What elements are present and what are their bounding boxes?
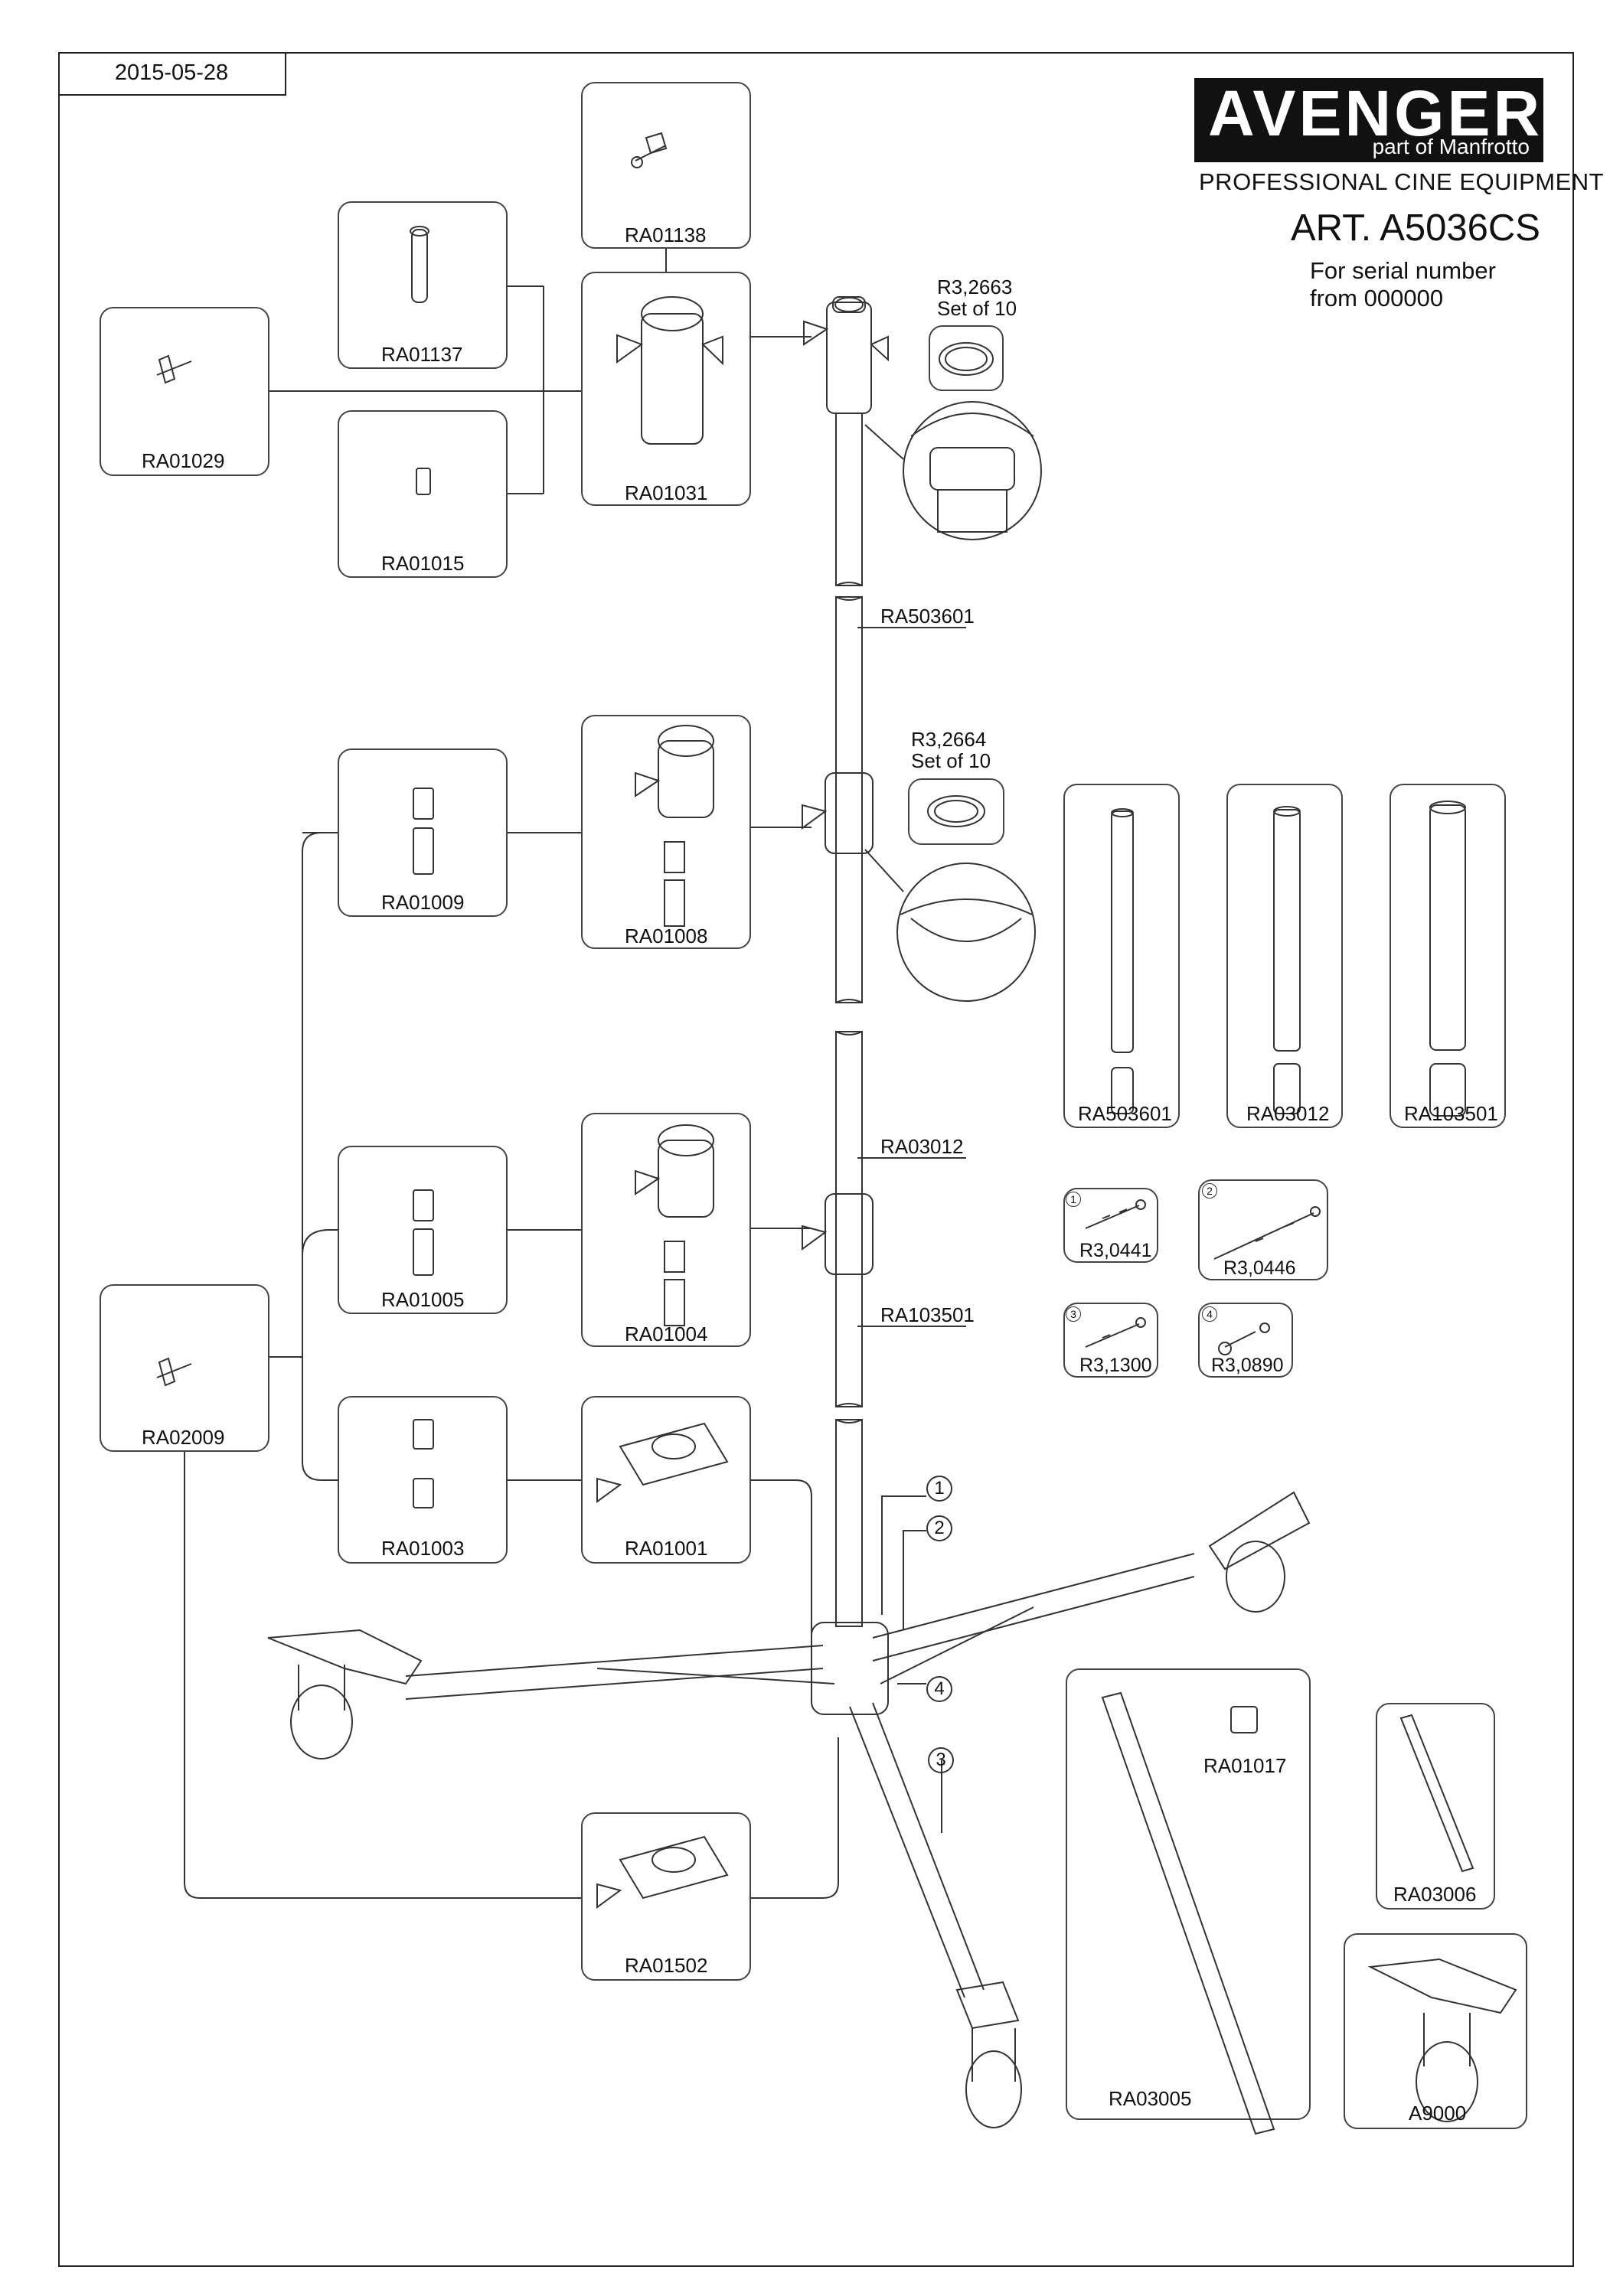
part-box-ra01029 [100, 307, 269, 476]
label-ra503601: RA503601 [1078, 1102, 1172, 1125]
hardware-marker-2: 2 [1202, 1183, 1217, 1199]
callout-4: 4 [926, 1676, 952, 1702]
serial-note: For serial number from 000000 [1310, 257, 1496, 312]
part-box-ra01138 [581, 82, 751, 249]
label-r32664-set: Set of 10 [911, 749, 991, 772]
article-number: ART. A5036CS [1291, 207, 1540, 249]
tag-ra103501: RA103501 [880, 1303, 975, 1326]
label-r32663: R3,2663 [937, 276, 1013, 298]
callout-3: 3 [928, 1747, 954, 1773]
drawing-frame [58, 52, 1574, 2267]
label-r31300: R3,1300 [1079, 1355, 1152, 1376]
label-r32664: R3,2664 [911, 728, 987, 751]
hardware-marker-3: 3 [1066, 1306, 1081, 1322]
callout-1: 1 [926, 1476, 952, 1502]
drawing-date: 2015-05-28 [114, 60, 229, 85]
label-ra01001: RA01001 [625, 1537, 708, 1560]
date-box: 2015-05-28 [58, 52, 286, 96]
label-ra01138: RA01138 [625, 223, 707, 246]
label-ra01009: RA01009 [381, 891, 465, 914]
tag-ra503601: RA503601 [880, 605, 975, 628]
label-r30441: R3,0441 [1079, 1240, 1152, 1261]
label-ra03005: RA03005 [1109, 2087, 1192, 2110]
part-box-ra03012 [1226, 784, 1343, 1128]
label-ra01005: RA01005 [381, 1288, 465, 1311]
brand-subtitle: part of Manfrotto [1372, 135, 1530, 158]
part-box-ra103501 [1390, 784, 1506, 1128]
part-box-ra01502 [581, 1812, 751, 1981]
part-box-ra01031 [581, 272, 751, 506]
label-r30890: R3,0890 [1211, 1355, 1284, 1376]
part-box-ra503601 [1063, 784, 1180, 1128]
part-box-ra01009 [338, 748, 508, 917]
avenger-logo: AVENGER part of Manfrotto [1194, 78, 1543, 162]
part-box-r32663 [929, 325, 1004, 391]
label-ra01004: RA01004 [625, 1322, 708, 1345]
label-a9000: A9000 [1409, 2102, 1467, 2125]
label-ra01003: RA01003 [381, 1537, 465, 1560]
label-ra01015: RA01015 [381, 552, 465, 575]
label-r32663-set: Set of 10 [937, 297, 1017, 320]
hardware-marker-1: 1 [1066, 1192, 1081, 1207]
label-ra01137: RA01137 [381, 343, 463, 366]
serial-line-2: from 000000 [1310, 285, 1444, 311]
label-ra03012: RA03012 [1246, 1102, 1330, 1125]
tag-ra03012: RA03012 [880, 1135, 964, 1158]
part-box-ra01003 [338, 1396, 508, 1564]
label-ra01031: RA01031 [625, 481, 708, 504]
part-box-ra01001 [581, 1396, 751, 1564]
brand-name: AVENGER [1208, 77, 1543, 149]
callout-2: 2 [926, 1515, 952, 1541]
part-box-ra02009 [100, 1284, 269, 1452]
label-ra01008: RA01008 [625, 925, 708, 947]
label-ra03006: RA03006 [1393, 1883, 1477, 1906]
label-ra02009: RA02009 [142, 1426, 225, 1449]
serial-line-1: For serial number [1310, 257, 1496, 284]
part-box-r32664 [908, 778, 1004, 845]
tagline: PROFESSIONAL CINE EQUIPMENT [1199, 168, 1605, 195]
part-box-ra01004 [581, 1113, 751, 1347]
hardware-marker-4: 4 [1202, 1306, 1217, 1322]
part-box-ra03005 [1066, 1668, 1311, 2120]
label-ra01017: RA01017 [1203, 1754, 1287, 1777]
label-r30446: R3,0446 [1223, 1257, 1296, 1279]
label-ra01502: RA01502 [625, 1954, 708, 1977]
part-box-ra01008 [581, 715, 751, 949]
label-ra103501: RA103501 [1404, 1102, 1498, 1125]
part-box-r30446 [1198, 1179, 1328, 1280]
label-ra01029: RA01029 [142, 449, 225, 472]
